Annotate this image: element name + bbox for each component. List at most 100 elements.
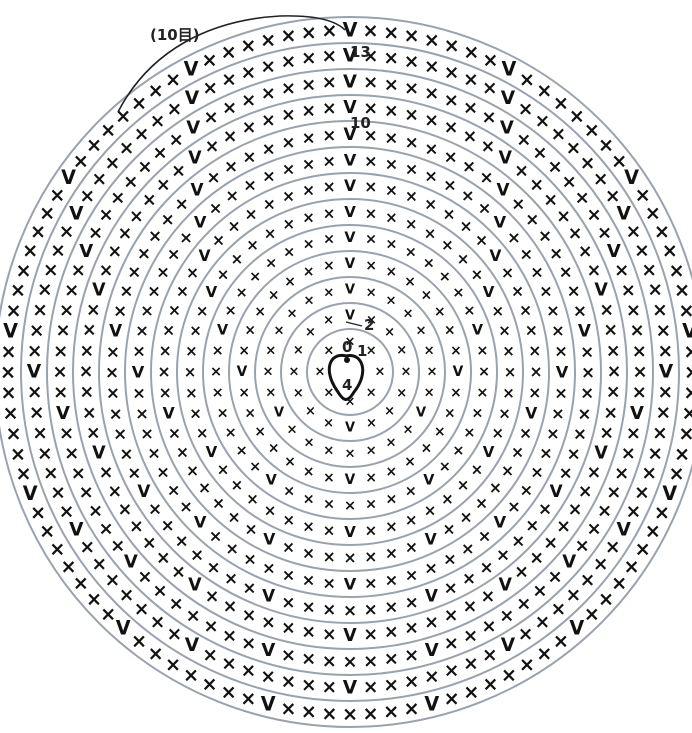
single-crochet-stitch: × bbox=[551, 404, 565, 423]
single-crochet-stitch: × bbox=[227, 508, 240, 526]
single-crochet-stitch: × bbox=[536, 79, 552, 102]
increase-stitch: V bbox=[578, 321, 591, 341]
single-crochet-stitch: × bbox=[27, 382, 43, 403]
single-crochet-stitch: × bbox=[634, 241, 650, 262]
single-crochet-stitch: × bbox=[323, 386, 334, 401]
single-crochet-stitch: × bbox=[475, 232, 488, 250]
single-crochet-stitch: × bbox=[463, 70, 479, 91]
single-crochet-stitch: × bbox=[179, 228, 193, 247]
single-crochet-stitch: × bbox=[603, 403, 618, 423]
single-crochet-stitch: × bbox=[281, 645, 296, 666]
single-crochet-stitch: × bbox=[242, 118, 257, 138]
single-crochet-stitch: × bbox=[189, 404, 202, 422]
single-crochet-stitch: × bbox=[386, 464, 398, 480]
single-crochet-stitch: × bbox=[459, 508, 472, 526]
single-crochet-stitch: × bbox=[52, 362, 67, 383]
single-crochet-stitch: × bbox=[363, 677, 379, 698]
single-crochet-stitch: × bbox=[169, 594, 184, 615]
single-crochet-stitch: × bbox=[261, 83, 276, 104]
single-crochet-stitch: × bbox=[240, 687, 256, 710]
single-crochet-stitch: × bbox=[404, 24, 420, 47]
single-crochet-stitch: × bbox=[184, 363, 197, 381]
single-crochet-stitch: × bbox=[119, 281, 133, 301]
single-crochet-stitch: × bbox=[203, 107, 218, 128]
single-crochet-stitch: × bbox=[471, 460, 484, 478]
single-crochet-stitch: × bbox=[479, 557, 493, 577]
increase-stitch: V bbox=[500, 118, 514, 139]
single-crochet-stitch: × bbox=[366, 416, 377, 431]
single-crochet-stitch: × bbox=[244, 521, 257, 539]
single-crochet-stitch: × bbox=[553, 91, 569, 114]
single-crochet-stitch: × bbox=[404, 52, 420, 73]
increase-stitch: V bbox=[116, 617, 131, 640]
single-crochet-stitch: × bbox=[383, 700, 399, 723]
single-crochet-stitch: × bbox=[475, 495, 488, 513]
single-crochet-stitch: × bbox=[217, 405, 229, 421]
single-crochet-stitch: × bbox=[303, 237, 315, 253]
single-crochet-stitch: × bbox=[113, 300, 127, 320]
increase-stitch: V bbox=[344, 575, 357, 594]
single-crochet-stitch: × bbox=[439, 459, 451, 475]
single-crochet-stitch: × bbox=[260, 56, 276, 77]
single-crochet-stitch: × bbox=[499, 606, 514, 627]
single-crochet-stitch: × bbox=[567, 443, 581, 463]
single-crochet-stitch: × bbox=[227, 218, 240, 236]
single-crochet-stitch: × bbox=[221, 70, 237, 91]
single-crochet-stitch: × bbox=[71, 260, 86, 281]
single-crochet-stitch: × bbox=[196, 424, 209, 442]
single-crochet-stitch: × bbox=[626, 423, 641, 444]
single-crochet-stitch: × bbox=[384, 75, 399, 96]
single-crochet-stitch: × bbox=[482, 645, 498, 666]
single-crochet-stitch: × bbox=[212, 232, 225, 250]
single-crochet-stitch: × bbox=[463, 625, 478, 646]
single-crochet-stitch: × bbox=[463, 597, 478, 617]
single-crochet-stitch: × bbox=[385, 209, 398, 227]
single-crochet-stitch: × bbox=[439, 269, 451, 285]
single-crochet-stitch: × bbox=[262, 138, 276, 158]
single-crochet-stitch: × bbox=[478, 199, 492, 218]
single-crochet-stitch: × bbox=[402, 423, 413, 438]
single-crochet-stitch: × bbox=[566, 585, 582, 606]
single-crochet-stitch: × bbox=[457, 476, 470, 494]
single-crochet-stitch: × bbox=[548, 156, 563, 177]
single-crochet-stitch: × bbox=[249, 459, 261, 475]
single-crochet-stitch: × bbox=[323, 313, 334, 328]
single-crochet-stitch: × bbox=[501, 264, 514, 282]
increase-stitch: V bbox=[184, 58, 199, 81]
single-crochet-stitch: × bbox=[142, 191, 157, 211]
single-crochet-stitch: × bbox=[86, 424, 101, 444]
single-crochet-stitch: × bbox=[516, 594, 531, 615]
single-crochet-stitch: × bbox=[366, 444, 377, 459]
single-crochet-stitch: × bbox=[405, 592, 419, 612]
increase-stitch: V bbox=[344, 523, 356, 541]
single-crochet-stitch: × bbox=[507, 497, 521, 516]
single-crochet-stitch: × bbox=[206, 167, 220, 187]
single-crochet-stitch: × bbox=[6, 299, 22, 322]
increase-stitch: V bbox=[185, 635, 200, 656]
increase-stitch: V bbox=[237, 364, 248, 380]
single-crochet-stitch: × bbox=[135, 321, 149, 340]
single-crochet-stitch: × bbox=[424, 167, 438, 186]
round-label-1: 1 bbox=[357, 342, 367, 360]
single-crochet-stitch: × bbox=[578, 242, 593, 262]
single-crochet-stitch: × bbox=[364, 178, 377, 196]
single-crochet-stitch: × bbox=[577, 403, 591, 423]
single-crochet-stitch: × bbox=[206, 557, 220, 577]
single-crochet-stitch: × bbox=[444, 34, 460, 57]
single-crochet-stitch: × bbox=[118, 224, 133, 244]
increase-stitch: V bbox=[261, 693, 276, 716]
single-crochet-stitch: × bbox=[323, 204, 336, 222]
single-crochet-stitch: × bbox=[263, 195, 276, 213]
single-crochet-stitch: × bbox=[156, 462, 170, 481]
single-crochet-stitch: × bbox=[129, 517, 144, 537]
single-crochet-stitch: × bbox=[444, 687, 460, 710]
single-crochet-stitch: × bbox=[176, 282, 189, 300]
single-crochet-stitch: × bbox=[384, 623, 399, 643]
single-crochet-stitch: × bbox=[511, 444, 524, 462]
single-crochet-stitch: × bbox=[222, 625, 237, 646]
single-crochet-stitch: × bbox=[301, 649, 316, 670]
single-crochet-stitch: × bbox=[293, 386, 304, 401]
round-ring bbox=[255, 277, 445, 467]
single-crochet-stitch: × bbox=[641, 463, 657, 484]
